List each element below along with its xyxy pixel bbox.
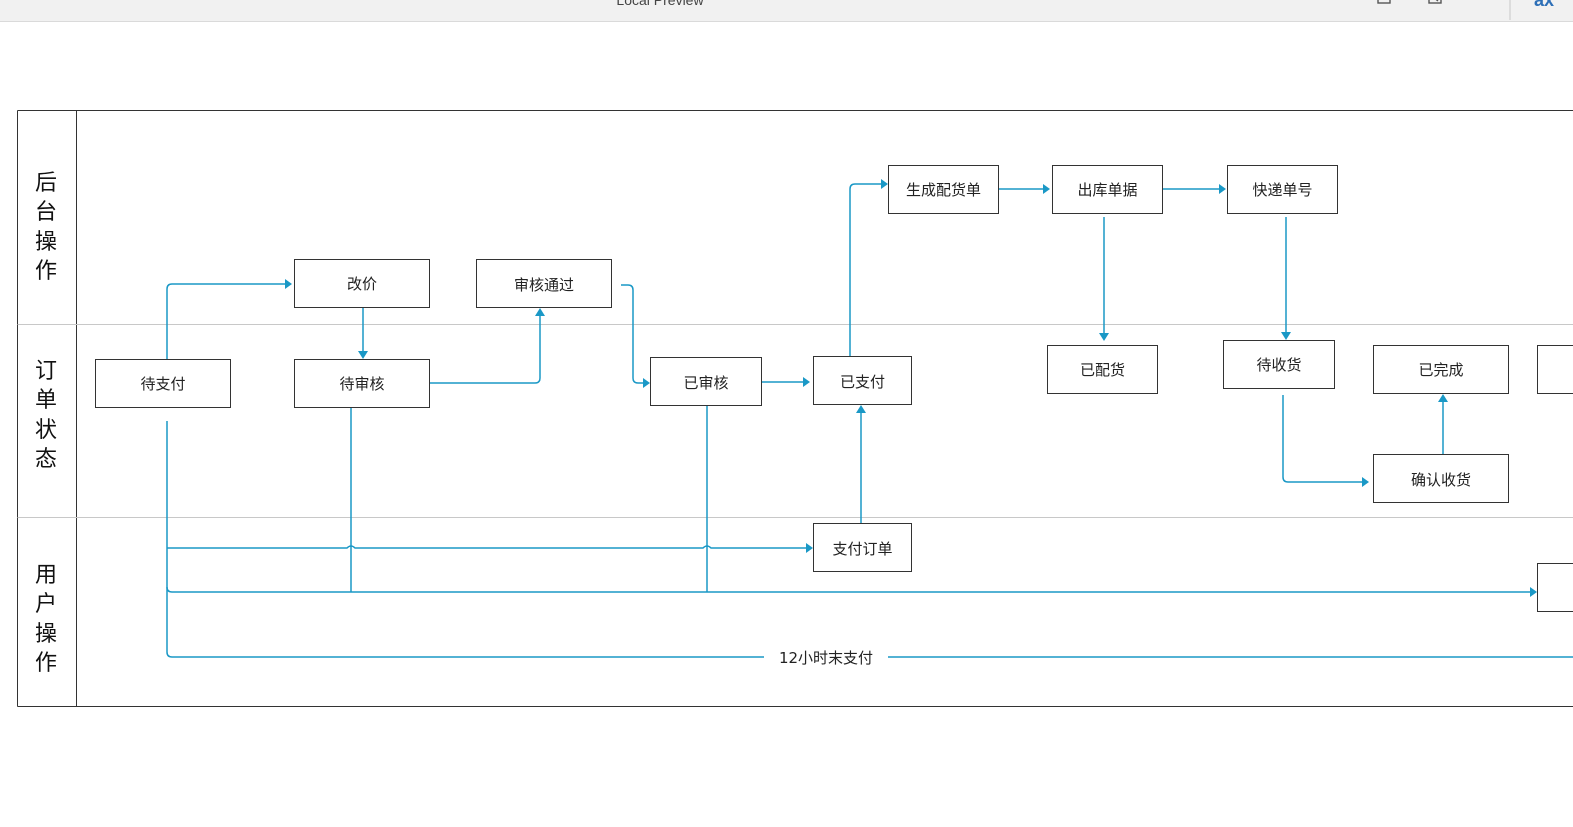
document-icon[interactable]	[1376, 0, 1392, 6]
node-label: 已配货	[1080, 361, 1125, 379]
node-label: 待审核	[339, 375, 384, 393]
node-confirm-receipt[interactable]: 确认收货	[1373, 454, 1509, 503]
node-pending-review[interactable]: 待审核	[294, 359, 430, 408]
edge-pending-payment-to-pay-order	[167, 545, 806, 549]
lane-label-char: 状	[35, 418, 57, 443]
node-label: 已支付	[840, 373, 885, 391]
lane-label-char: 后	[35, 171, 57, 196]
node-label: 审核通过	[514, 276, 574, 294]
node-tracking-number[interactable]: 快递单号	[1227, 165, 1338, 214]
edge-pending-receipt-to-confirm-receipt	[1282, 395, 1362, 483]
edge-to-right-node	[166, 586, 1530, 593]
node-paid[interactable]: 已支付	[813, 356, 912, 405]
lane-label-backend: 后 台 操 作	[35, 171, 57, 284]
app-logo: ax	[1534, 0, 1555, 10]
node-label: 待收货	[1256, 356, 1301, 374]
node-generate-picking[interactable]: 生成配货单	[888, 165, 999, 214]
node-label: 出库单据	[1077, 181, 1137, 199]
lane-label-char: 操	[35, 622, 57, 647]
window-title: Local Preview	[616, 0, 704, 8]
node-label: 生成配货单	[906, 181, 981, 199]
node-label: 已完成	[1418, 361, 1463, 379]
lane-frame	[17, 110, 1573, 707]
toolbar-divider	[1509, 0, 1511, 20]
lane-label-char: 作	[35, 259, 57, 284]
node-outbound-doc[interactable]: 出库单据	[1052, 165, 1163, 214]
lane-label-order: 订 单 状 态	[35, 359, 57, 472]
node-offscreen-user-action[interactable]	[1537, 563, 1573, 612]
lane-label-char: 台	[35, 200, 57, 225]
lane-label-char: 用	[35, 563, 57, 588]
node-change-price[interactable]: 改价	[294, 259, 430, 308]
export-icon[interactable]	[1427, 0, 1443, 6]
node-label: 快递单号	[1252, 181, 1312, 199]
node-pending-receipt[interactable]: 待收货	[1223, 340, 1335, 389]
lane-label-char: 态	[35, 447, 57, 472]
lane-label-char: 作	[35, 651, 57, 676]
lane-label-user: 用 户 操 作	[35, 563, 57, 676]
node-completed[interactable]: 已完成	[1373, 345, 1509, 394]
node-pay-order[interactable]: 支付订单	[813, 523, 912, 572]
node-review-passed[interactable]: 审核通过	[476, 259, 612, 308]
lane-label-char: 户	[35, 592, 57, 617]
flow-connectors	[166, 179, 1573, 658]
node-label: 支付订单	[832, 540, 892, 558]
node-offscreen-order-state[interactable]	[1537, 345, 1573, 394]
edge-timeout-trunk	[166, 421, 764, 658]
timeout-label: 12小时末支付	[779, 649, 873, 667]
node-label: 确认收货	[1411, 471, 1471, 489]
edge-paid-to-generate-picking	[849, 183, 881, 356]
window-title-bar: Local Preview ax	[0, 0, 1573, 22]
lane-label-char: 订	[35, 359, 57, 384]
node-label: 已审核	[683, 374, 728, 392]
node-reviewed[interactable]: 已审核	[650, 357, 762, 406]
edge-pending-payment-to-change-price	[166, 283, 286, 359]
edge-review-passed-to-reviewed	[621, 284, 644, 384]
node-picked[interactable]: 已配货	[1047, 345, 1158, 394]
node-pending-payment[interactable]: 待支付	[95, 359, 231, 408]
edge-pending-review-to-review-passed	[430, 315, 541, 384]
node-label: 待支付	[140, 375, 185, 393]
lane-label-char: 操	[35, 230, 57, 255]
node-label: 改价	[347, 275, 377, 293]
lane-label-char: 单	[35, 388, 57, 413]
